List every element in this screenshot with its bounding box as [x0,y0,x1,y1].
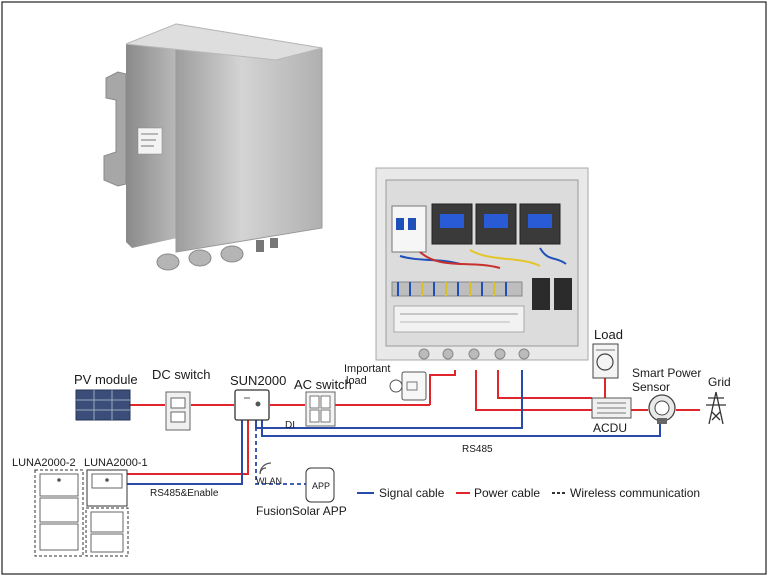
legend-signal-cable: Signal cable [379,486,445,500]
load-device [592,343,619,379]
important-load-label-1: Important [344,363,390,375]
luna2000-1-battery [85,469,129,557]
legend-power-cable: Power cable [474,486,540,500]
wlan-label: WLAN [256,476,282,486]
power-cables [126,370,700,475]
wireless-link [255,420,306,485]
smart-sensor-label-2: Sensor [632,380,670,394]
rs485-enable-label: RS485&Enable [150,488,219,499]
fusionsolar-app-icon [305,467,335,503]
ac-switch-label: AC switch [294,377,352,392]
important-load-label-2: load [346,375,367,387]
smart-power-sensor [648,394,676,424]
luna2000-2-label: LUNA2000-2 [12,457,76,469]
ac-switch [305,391,336,427]
wlan-icon [259,462,272,475]
acdu-box [591,397,632,419]
load-label: Load [594,327,623,342]
sun2000-label: SUN2000 [230,373,286,388]
pv-module [75,389,131,421]
signal-cables [126,370,661,485]
dc-switch [165,391,191,431]
di-label: DI [285,420,295,431]
app-icon-text: APP [312,481,330,491]
smart-sensor-label-1: Smart Power [632,366,701,380]
fusionsolar-app-label: FusionSolar APP [256,504,347,518]
enclosure-photo [103,23,323,271]
luna2000-1-label: LUNA2000-1 [84,457,148,469]
grid-label: Grid [708,375,731,389]
dc-switch-label: DC switch [152,367,211,382]
legend-wireless: Wireless communication [570,486,700,500]
acdu-panel-photo [375,167,589,361]
rs485-label: RS485 [462,444,493,455]
grid-tower-icon [706,391,726,425]
important-load-device [389,371,427,401]
luna2000-2-battery [34,469,84,557]
sun2000-inverter [234,389,270,421]
pv-module-label: PV module [74,372,138,387]
acdu-label: ACDU [593,421,627,435]
